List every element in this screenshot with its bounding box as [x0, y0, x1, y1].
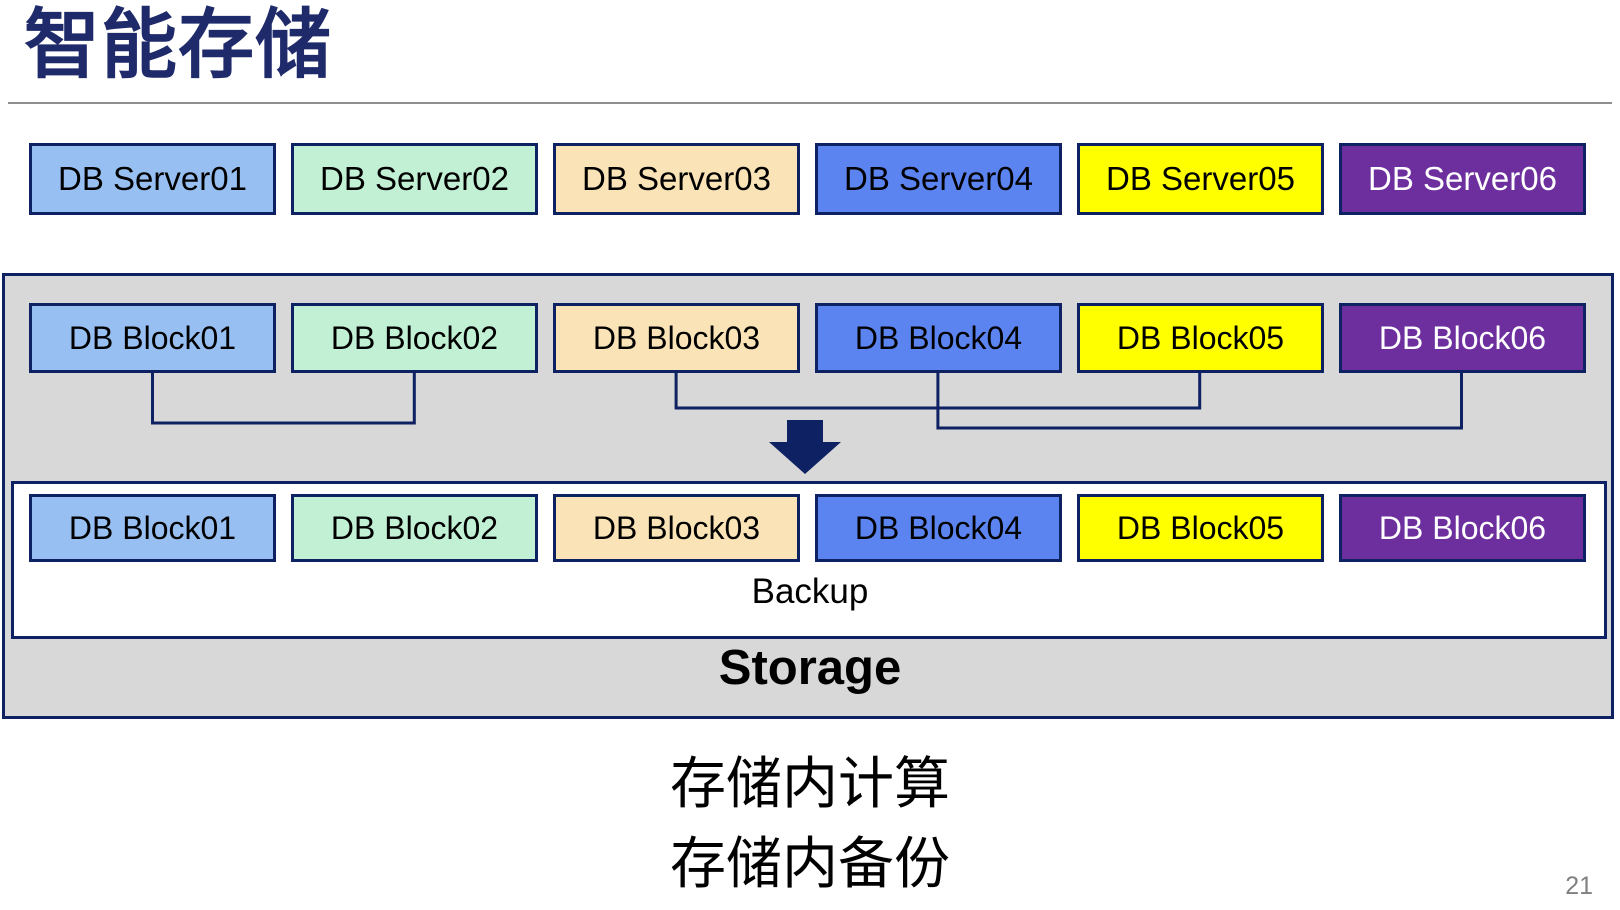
db-block-top-6: DB Block06	[1339, 303, 1586, 373]
db-block-top-1: DB Block01	[29, 303, 276, 373]
caption: 存储内计算 存储内备份	[0, 744, 1620, 904]
server-box-2: DB Server02	[291, 143, 538, 215]
server-box-5: DB Server05	[1077, 143, 1324, 215]
backup-label: Backup	[751, 572, 869, 611]
db-block-top-2: DB Block02	[291, 303, 538, 373]
db-block-bottom-3: DB Block03	[553, 494, 800, 562]
db-block-bottom-4: DB Block04	[815, 494, 1062, 562]
caption-line-2: 存储内备份	[670, 832, 950, 895]
server-box-3: DB Server03	[553, 143, 800, 215]
page-title: 智能存储	[24, 3, 332, 88]
server-box-1: DB Server01	[29, 143, 276, 215]
db-block-bottom-5: DB Block05	[1077, 494, 1324, 562]
db-block-top-4: DB Block04	[815, 303, 1062, 373]
db-block-bottom-6: DB Block06	[1339, 494, 1586, 562]
db-block-bottom-2: DB Block02	[291, 494, 538, 562]
title-divider	[8, 102, 1612, 104]
server-box-4: DB Server04	[815, 143, 1062, 215]
storage-label: Storage	[718, 641, 902, 695]
page-number: 21	[1565, 872, 1593, 900]
server-box-6: DB Server06	[1339, 143, 1586, 215]
db-block-top-3: DB Block03	[553, 303, 800, 373]
db-block-top-5: DB Block05	[1077, 303, 1324, 373]
db-block-bottom-1: DB Block01	[29, 494, 276, 562]
caption-line-1: 存储内计算	[670, 752, 950, 815]
